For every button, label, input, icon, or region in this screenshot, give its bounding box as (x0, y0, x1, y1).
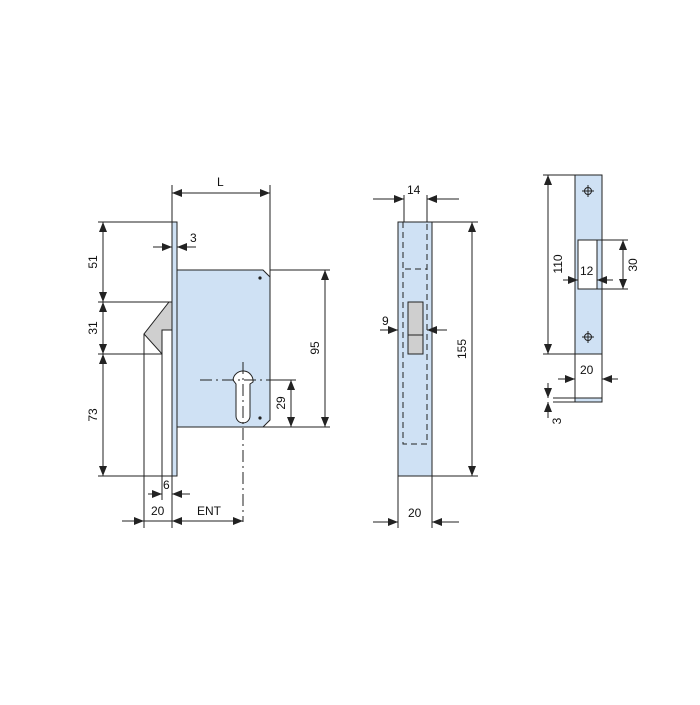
screw-dot (258, 416, 262, 420)
dim-inner-width: 14 (407, 183, 421, 197)
dim-height: 155 (455, 339, 469, 359)
dim-hook-offset: 6 (163, 478, 170, 492)
dim-bolt: 9 (382, 314, 389, 328)
lock-body (176, 269, 271, 428)
dim-width: 20 (151, 504, 165, 518)
front-view: L 3 51 31 73 95 29 6 20 ENT (86, 175, 330, 528)
side-view: 14 9 155 20 (373, 183, 478, 528)
dim-backset: ENT (197, 504, 222, 518)
dim-cylinder-height: 29 (274, 396, 288, 410)
deadbolt (407, 301, 424, 355)
strike-window (577, 239, 598, 290)
hook-bolt (143, 301, 173, 356)
dim-window-width: 12 (580, 264, 594, 278)
dim-body-height: 95 (308, 341, 322, 355)
strike-plate: 110 30 12 20 3 (543, 174, 640, 424)
dim-window-height: 30 (626, 258, 640, 272)
dim-bottom: 73 (86, 408, 100, 422)
dim-hook: 31 (86, 321, 100, 335)
cylinder-hole (232, 370, 254, 424)
dim-top: 51 (86, 255, 100, 269)
strike-plate-edge (574, 353, 603, 403)
screw-hole-icon (582, 331, 594, 343)
dim-strike-width: 20 (580, 363, 594, 377)
dim-side-width: 20 (408, 506, 422, 520)
screw-hole-icon (582, 185, 594, 197)
faceplate (171, 221, 178, 477)
dim-L: L (217, 175, 224, 189)
screw-dot (258, 276, 262, 280)
dim-faceplate-thickness: 3 (190, 231, 197, 245)
dim-strike-thickness: 3 (550, 417, 564, 424)
dim-strike-height: 110 (551, 254, 565, 273)
